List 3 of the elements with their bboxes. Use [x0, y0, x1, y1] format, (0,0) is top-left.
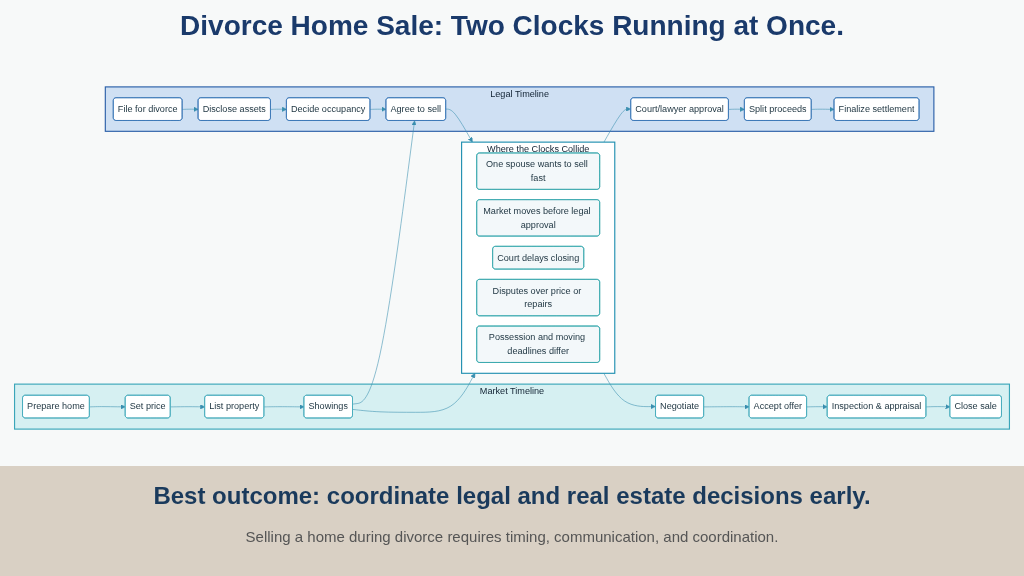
title: Divorce Home Sale: Two Clocks Running at Once. — [179, 10, 845, 42]
headline-note: Best outcome: coordinate legal and real estate decisions early. — [153, 482, 871, 510]
caption: Selling a home during divorce requires timing, communication, and coordination. — [245, 528, 779, 545]
